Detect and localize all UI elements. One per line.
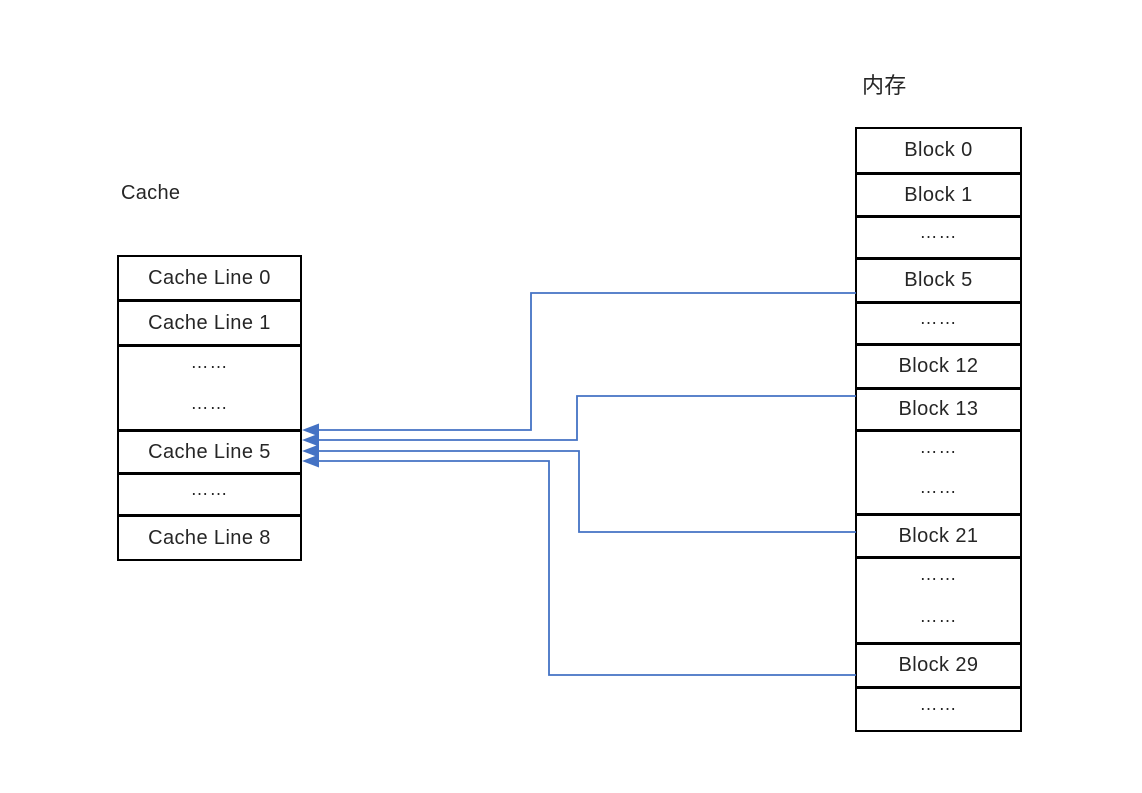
memory-row: …… …… [857, 429, 1020, 513]
ellipsis-text: …… [919, 694, 958, 715]
cell-label: Cache Line 8 [148, 526, 271, 549]
ellipsis-text: …… [919, 308, 958, 329]
arrowhead-left-icon [302, 454, 319, 468]
cache-row: Cache Line 0 [119, 257, 300, 299]
memory-row: …… …… [857, 556, 1020, 642]
memory-row: …… [857, 301, 1020, 343]
cell-label: Block 21 [898, 524, 979, 547]
connector-line [316, 450, 856, 533]
cache-row: …… …… [119, 344, 300, 429]
memory-title: 内存 [862, 73, 907, 98]
connector-line [316, 395, 856, 441]
cell-label: Cache Line 0 [148, 266, 271, 289]
cache-table: Cache Line 0 Cache Line 1 …… …… Cache Line 5… [117, 255, 302, 561]
cache-row: …… [119, 472, 300, 514]
ellipsis-text: …… [919, 436, 958, 457]
ellipsis-text: …… [919, 477, 958, 498]
cache-row: Cache Line 5 [119, 429, 300, 472]
memory-row: Block 13 [857, 387, 1020, 429]
ellipsis-text: …… [919, 605, 958, 626]
cell-label: Block 12 [898, 355, 979, 377]
memory-table: Block 0 Block 1 …… Block 5 …… Block 12 Block 1… [855, 127, 1022, 732]
cell-label: Cache Line 1 [148, 311, 271, 334]
memory-row: Block 0 [857, 129, 1020, 172]
cache-row: Cache Line 1 [119, 299, 300, 344]
memory-row: …… [857, 686, 1020, 730]
cell-label: Block 0 [904, 139, 973, 161]
cell-label: Cache Line 5 [148, 440, 271, 463]
ellipsis-text: …… [190, 352, 229, 373]
connector-line [316, 292, 856, 431]
cell-label: Block 1 [904, 183, 973, 206]
cell-label: Block 5 [904, 269, 973, 291]
connector-line [316, 460, 856, 676]
cache-row: Cache Line 8 [119, 514, 300, 559]
arrowhead-left-icon [302, 433, 319, 447]
memory-row: Block 1 [857, 172, 1020, 215]
ellipsis-text: …… [190, 479, 229, 500]
cell-label: Block 29 [898, 654, 979, 676]
memory-row: Block 12 [857, 343, 1020, 387]
arrowhead-left-icon [302, 423, 319, 437]
cell-label: Block 13 [898, 398, 979, 420]
ellipsis-text: …… [919, 222, 958, 243]
memory-row: …… [857, 215, 1020, 257]
memory-row: Block 29 [857, 642, 1020, 686]
arrowhead-left-icon [302, 444, 319, 458]
memory-row: Block 5 [857, 257, 1020, 301]
ellipsis-text: …… [190, 393, 229, 414]
cache-title: Cache [121, 182, 181, 204]
ellipsis-text: …… [919, 564, 958, 585]
memory-row: Block 21 [857, 513, 1020, 556]
